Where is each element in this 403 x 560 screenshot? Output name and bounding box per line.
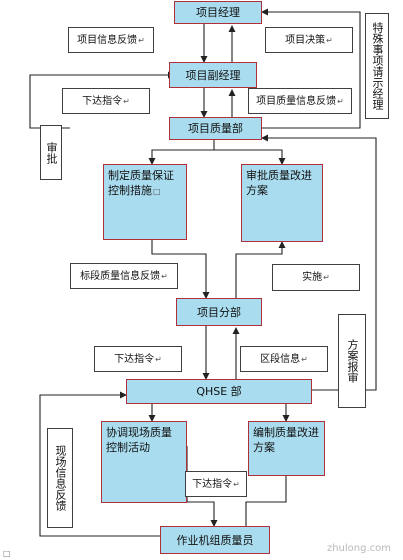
- return-mark: ↵: [123, 96, 130, 106]
- note-site-info-feedback-text: 现场信息反馈: [54, 445, 67, 511]
- note-special-request: 特殊事项请示经理: [365, 13, 389, 119]
- arrow-measures-to-subproject: [151, 240, 210, 299]
- node-crew-inspector: 作业机组质量员: [160, 526, 270, 554]
- node-project-manager-label: 项目经理: [196, 6, 240, 19]
- return-mark: ↵: [326, 35, 333, 45]
- arrow-site-feedback-loop: [39, 391, 160, 537]
- return-mark: ↵: [161, 271, 168, 281]
- node-compile-improve-label: 编制质量改进方案: [253, 426, 319, 454]
- node-project-manager: 项目经理: [174, 1, 262, 24]
- note-issue-order-2: 下达指令↵: [94, 346, 182, 372]
- note-issue-order-2-text: 下达指令: [114, 353, 155, 365]
- note-project-decision: 项目决策↵: [265, 27, 353, 53]
- node-coordinate: 协调现场质量控制活动: [101, 421, 187, 503]
- note-issue-order-1: 下达指令↵: [62, 88, 150, 114]
- note-section-quality-feedback-text: 标段质量信息反馈: [80, 270, 161, 282]
- return-mark: ↵: [233, 479, 240, 489]
- return-mark: ↵: [301, 354, 308, 364]
- return-mark: ↵: [155, 354, 162, 364]
- note-implement-text: 实施: [302, 272, 323, 283]
- note-approval-text: 审批: [45, 141, 58, 164]
- arrow-special-request: [261, 8, 361, 129]
- node-deputy-manager: 项目副经理: [169, 62, 257, 88]
- note-issue-order-1-text: 下达指令: [82, 95, 123, 107]
- node-subproject: 项目分部: [176, 298, 262, 326]
- node-qhse-label: QHSE 部: [196, 385, 242, 398]
- note-special-request-text: 特殊事项请示经理: [371, 22, 384, 110]
- node-quality-dept-label: 项目质量部: [188, 122, 243, 135]
- note-implement: 实施↵: [272, 264, 360, 291]
- note-project-info-feedback: 项目信息反馈↵: [68, 27, 154, 53]
- note-project-decision-text: 项目决策: [285, 34, 326, 46]
- note-project-quality-feedback: 项目质量信息反馈↵: [248, 88, 352, 114]
- arrow-subproject-to-approve: [235, 241, 286, 298]
- note-plan-report-text: 方案报审: [346, 339, 359, 383]
- note-approval: 审批: [40, 125, 62, 180]
- note-project-info-feedback-text: 项目信息反馈: [77, 34, 138, 46]
- node-approve-improve: 审批质量改进方案: [241, 164, 323, 242]
- note-issue-order-3-text: 下达指令: [192, 478, 233, 490]
- node-approve-improve-label: 审批质量改进方案: [246, 169, 312, 197]
- node-crew-inspector-label: 作业机组质量员: [176, 533, 254, 547]
- arrow-compile-to-crew: [245, 476, 287, 526]
- note-section-quality-feedback: 标段质量信息反馈↵: [70, 263, 178, 289]
- note-plan-report: 方案报审: [338, 314, 366, 408]
- note-section-info: 区段信息↵: [240, 346, 328, 372]
- node-compile-improve: 编制质量改进方案: [248, 421, 325, 476]
- node-qhse: QHSE 部: [126, 379, 312, 404]
- note-project-quality-feedback-text: 项目质量信息反馈: [256, 95, 337, 107]
- node-make-measures-label: 制定质量保证控制措施: [108, 169, 174, 197]
- corner-square-mark: □: [3, 549, 11, 558]
- node-quality-dept: 项目质量部: [169, 117, 262, 140]
- return-mark: ↵: [323, 273, 330, 282]
- node-deputy-manager-label: 项目副经理: [185, 68, 241, 82]
- note-section-info-text: 区段信息: [260, 353, 301, 365]
- node-coordinate-label: 协调现场质量控制活动: [106, 426, 172, 454]
- return-mark: ↵: [138, 35, 145, 45]
- node-subproject-label: 项目分部: [197, 305, 241, 319]
- corner-square-mark-text: □: [3, 549, 11, 558]
- arrow-quality-to-approve: [214, 149, 286, 165]
- note-site-info-feedback: 现场信息反馈: [47, 428, 73, 528]
- note-issue-order-3: 下达指令↵: [185, 471, 247, 497]
- watermark-text: zhulong.com: [326, 543, 391, 554]
- node-make-measures: 制定质量保证控制措施□: [103, 164, 187, 240]
- arrow-quality-to-measures: [148, 140, 215, 165]
- watermark-logo: zhulong.com: [327, 543, 391, 554]
- square-mark: □: [153, 187, 161, 196]
- return-mark: ↵: [337, 96, 344, 106]
